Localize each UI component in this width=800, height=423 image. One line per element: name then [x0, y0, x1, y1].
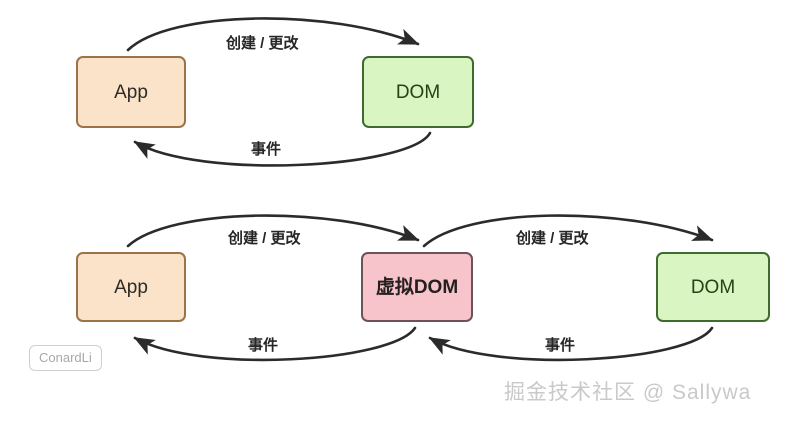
edge-label-vdom-to-dom: 创建 / 更改 — [516, 230, 589, 247]
node-dom-top[interactable]: DOM — [362, 56, 474, 128]
watermark-attribution: 掘金技术社区 @ Sallywa — [504, 381, 752, 404]
node-dom-bottom[interactable]: DOM — [656, 252, 770, 322]
edge-vdom-to-dom — [422, 214, 714, 248]
edge-dom-to-vdom — [428, 326, 714, 362]
edge-app-to-vdom — [126, 214, 420, 248]
edge-label-dom-to-app-top: 事件 — [251, 141, 282, 158]
node-vdom-bottom[interactable]: 虚拟DOM — [361, 252, 473, 322]
edge-dom-to-app-top — [133, 131, 432, 167]
edge-vdom-to-app — [133, 326, 417, 362]
edge-label-app-to-vdom: 创建 / 更改 — [228, 230, 301, 247]
node-app-bottom[interactable]: App — [76, 252, 186, 322]
edge-app-to-dom-top — [126, 17, 420, 52]
edge-label-app-to-dom-top: 创建 / 更改 — [226, 35, 299, 52]
edge-label-dom-to-vdom: 事件 — [545, 337, 576, 354]
edge-label-vdom-to-app: 事件 — [248, 337, 279, 354]
node-app-top[interactable]: App — [76, 56, 186, 128]
watermark-badge: ConardLi — [29, 345, 102, 371]
